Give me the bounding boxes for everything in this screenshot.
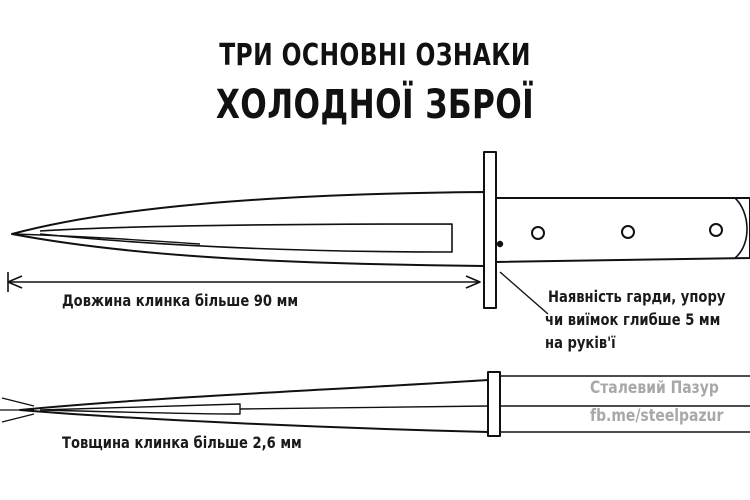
arrow-right [465, 275, 481, 289]
handle-end [734, 197, 748, 259]
knife-guard [483, 151, 497, 309]
blade-length-label: Довжина клинка більше 90 мм [62, 291, 299, 310]
blade-bevel [11, 233, 201, 245]
title-line-1: ТРИ ОСНОВНІ ОЗНАКИ [219, 38, 531, 73]
blade-top-centerline [239, 405, 489, 410]
handle-rivet-1 [531, 226, 545, 240]
guard-leader-line [499, 271, 549, 315]
guard-pin [496, 240, 504, 248]
blade-fuller [39, 223, 453, 253]
handle-top [500, 375, 750, 433]
thickness-mark-2 [1, 413, 35, 423]
knife-blade-top [19, 379, 489, 433]
guard-note-line-1: Наявність гарди, упору [548, 287, 726, 306]
guard-note-line-2: чи виїмок глибше 5 мм [545, 310, 721, 329]
guard-note-line-3: на руків'ї [545, 333, 616, 352]
arrow-left [7, 275, 23, 289]
thickness-label: Товщина клинка більше 2,6 мм [62, 433, 302, 452]
title-line-2: ХОЛОДНОЇ ЗБРОЇ [215, 82, 535, 128]
watermark-name: Сталевий Пазур [590, 378, 719, 398]
handle-rivet-3 [709, 223, 723, 237]
handle-rivet-2 [621, 225, 635, 239]
thickness-mark-1 [1, 397, 35, 407]
guard-top [487, 371, 501, 437]
watermark-link: fb.me/steelpazur [590, 406, 724, 426]
